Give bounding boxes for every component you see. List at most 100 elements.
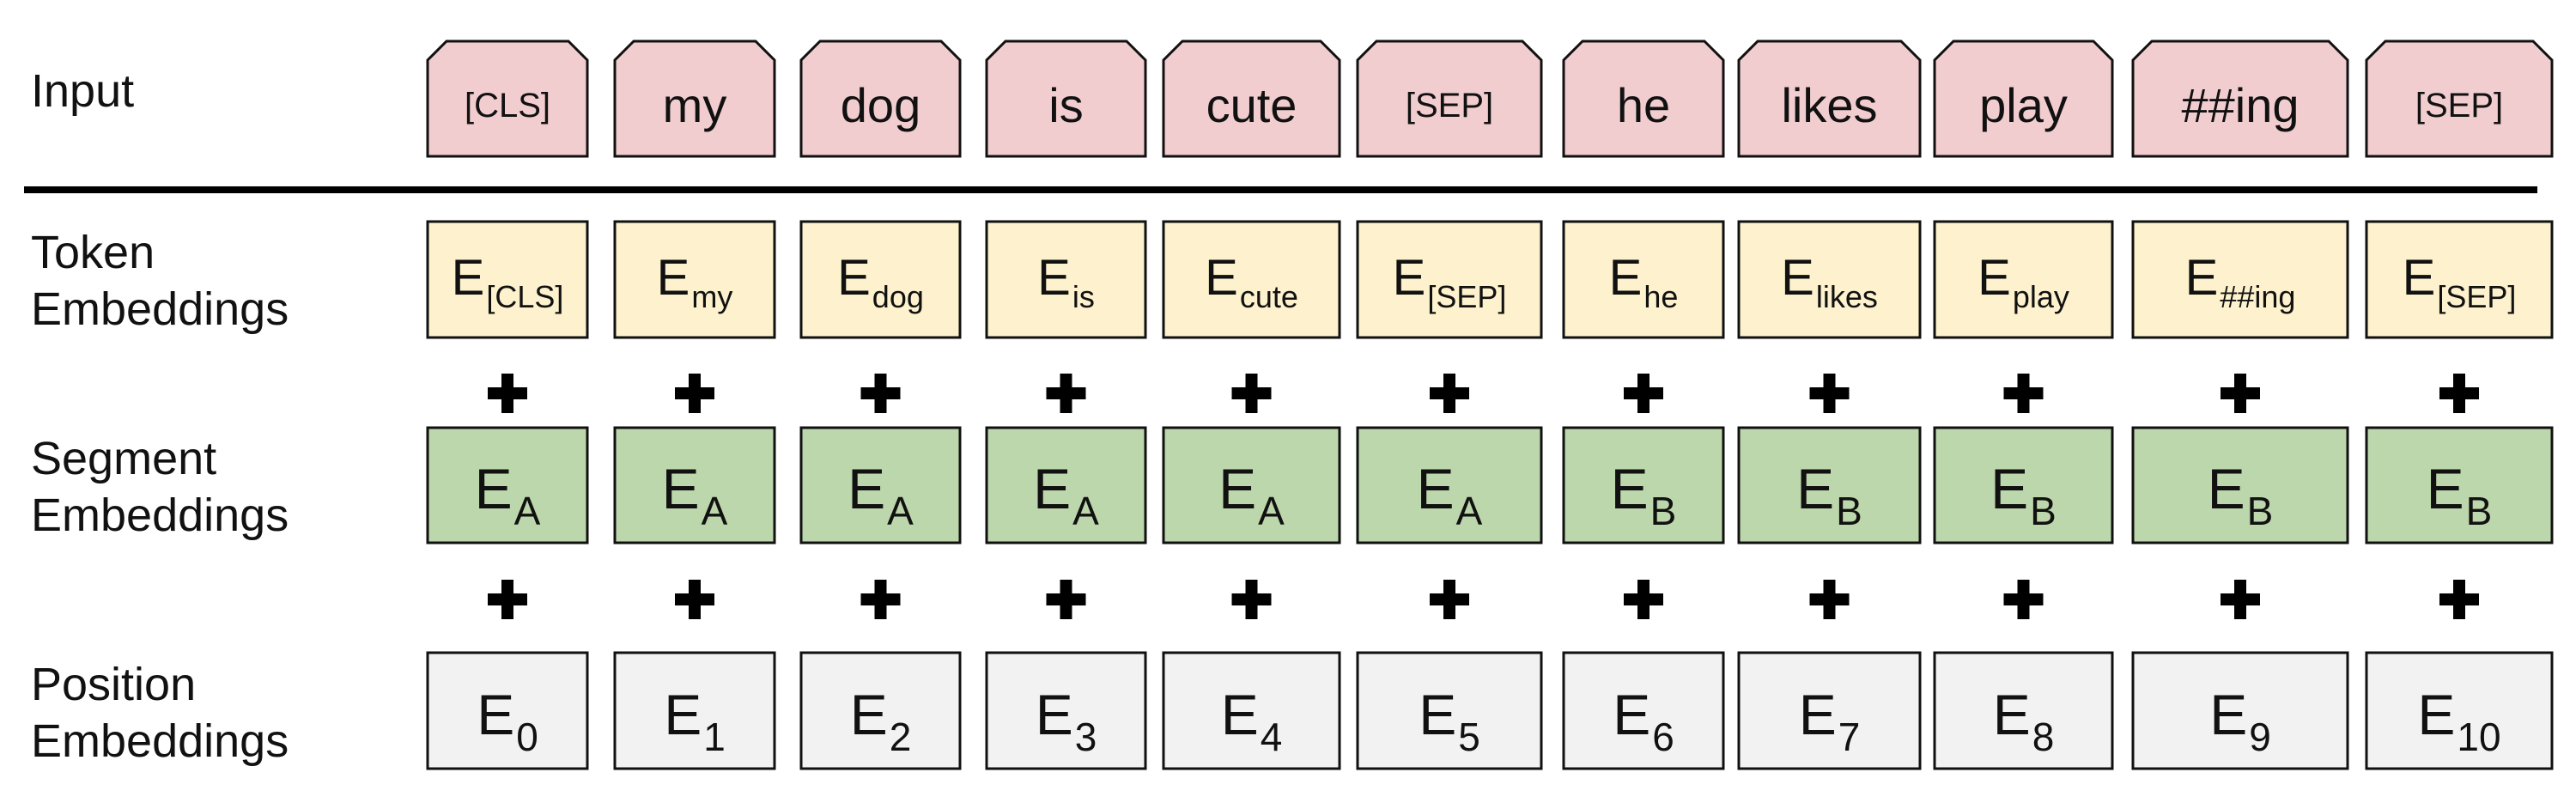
segment-embedding-label: EB (1611, 457, 1677, 533)
input-token-box (426, 40, 589, 158)
token-embedding-box (2131, 220, 2349, 339)
label-segment-line-2: Embeddings (31, 490, 289, 541)
input-token-box (1933, 40, 2114, 158)
token-embedding-box (1162, 220, 1341, 339)
plus-sign (675, 580, 714, 619)
token-embedding-label: E[SEP] (2403, 250, 2517, 314)
position-embedding-box (1933, 651, 2114, 770)
label-input-line-1: Input (31, 65, 134, 117)
token-embedding-box (1737, 220, 1922, 339)
plus-sign (1231, 580, 1272, 619)
segment-embedding-label: EA (1033, 457, 1099, 533)
plus-sign (2221, 580, 2260, 619)
input-token-box (1162, 40, 1341, 158)
input-token-text: play (1979, 78, 2068, 132)
position-embedding-box (613, 651, 776, 770)
token-embedding-box (1562, 220, 1725, 339)
plus-sign (2003, 580, 2044, 619)
plus-sign (1809, 580, 1850, 619)
plus-sign (1430, 580, 1469, 619)
input-token-text: dog (841, 78, 920, 132)
segment-embedding-box (1737, 426, 1922, 544)
label-token-line-1: Token (31, 227, 155, 278)
token-embedding-box (985, 220, 1147, 339)
plus-sign (1624, 374, 1663, 413)
token-embedding-label: Edog (837, 250, 924, 314)
segment-embedding-label: EB (1990, 457, 2057, 533)
position-embedding-label: E7 (1799, 683, 1861, 759)
segment-embedding-box (1562, 426, 1725, 544)
plus-sign (860, 580, 901, 619)
segment-embedding-box (985, 426, 1147, 544)
token-embedding-label: Eis (1037, 250, 1095, 314)
token-columns: [CLS]E[CLS]EAE0myEmyEAE1dogEdogEAE2isEis… (426, 40, 2554, 770)
position-embedding-label: E2 (850, 683, 912, 759)
position-embedding-box (1737, 651, 1922, 770)
position-embedding-label: E0 (477, 683, 538, 759)
row-label-position-embeddings: Position Embeddings (31, 659, 289, 767)
segment-embedding-box (1933, 426, 2114, 544)
segment-embedding-label: EB (1796, 457, 1862, 533)
segment-embedding-box (613, 426, 776, 544)
plus-sign (2003, 374, 2044, 413)
position-embedding-box (2365, 651, 2554, 770)
input-token-box (2131, 40, 2349, 158)
position-embedding-label: E9 (2209, 683, 2271, 759)
position-embedding-box (1562, 651, 1725, 770)
position-embedding-label: E6 (1613, 683, 1674, 759)
plus-sign (2439, 374, 2479, 413)
position-embedding-box (2131, 651, 2349, 770)
token-embedding-box (1933, 220, 2114, 339)
segment-embedding-box (1162, 426, 1341, 544)
segment-embedding-box (799, 426, 962, 544)
segment-embedding-label: EA (1218, 457, 1285, 533)
token-embedding-box (1356, 220, 1543, 339)
position-embedding-box (426, 651, 589, 770)
position-embedding-box (799, 651, 962, 770)
segment-embedding-box (2131, 426, 2349, 544)
input-token-text: my (663, 78, 727, 132)
label-position-line-2: Embeddings (31, 715, 289, 767)
position-embedding-box (985, 651, 1147, 770)
plus-sign (1231, 374, 1272, 413)
label-position-line-1: Position (31, 659, 196, 710)
label-segment-line-1: Segment (31, 433, 216, 484)
label-token-line-2: Embeddings (31, 283, 289, 335)
position-embedding-label: E3 (1036, 683, 1097, 759)
segment-embedding-box (426, 426, 589, 544)
plus-sign (488, 374, 527, 413)
plus-sign (1046, 374, 1086, 413)
input-token-box (1562, 40, 1725, 158)
token-embedding-label: E[CLS] (452, 250, 564, 314)
segment-embedding-label: EA (848, 457, 914, 533)
position-embedding-label: E10 (2417, 683, 2500, 759)
input-token-text: ##ing (2181, 78, 2299, 132)
position-embedding-label: E4 (1221, 683, 1283, 759)
token-embedding-label: Eplay (1978, 250, 2069, 314)
input-token-box (799, 40, 962, 158)
position-embedding-box (1162, 651, 1341, 770)
token-embedding-box (426, 220, 589, 339)
row-label-segment-embeddings: Segment Embeddings (31, 433, 289, 541)
token-embedding-box (799, 220, 962, 339)
plus-sign (675, 374, 714, 413)
segment-embedding-label: EA (475, 457, 541, 533)
input-token-box (2365, 40, 2554, 158)
plus-sign (1046, 580, 1086, 619)
plus-sign (1624, 580, 1663, 619)
input-token-text: [SEP] (2415, 87, 2503, 125)
input-token-box (985, 40, 1147, 158)
token-embedding-box (2365, 220, 2554, 339)
segment-embedding-box (1356, 426, 1543, 544)
position-embedding-label: E8 (1993, 683, 2055, 759)
input-token-text: cute (1206, 78, 1297, 132)
